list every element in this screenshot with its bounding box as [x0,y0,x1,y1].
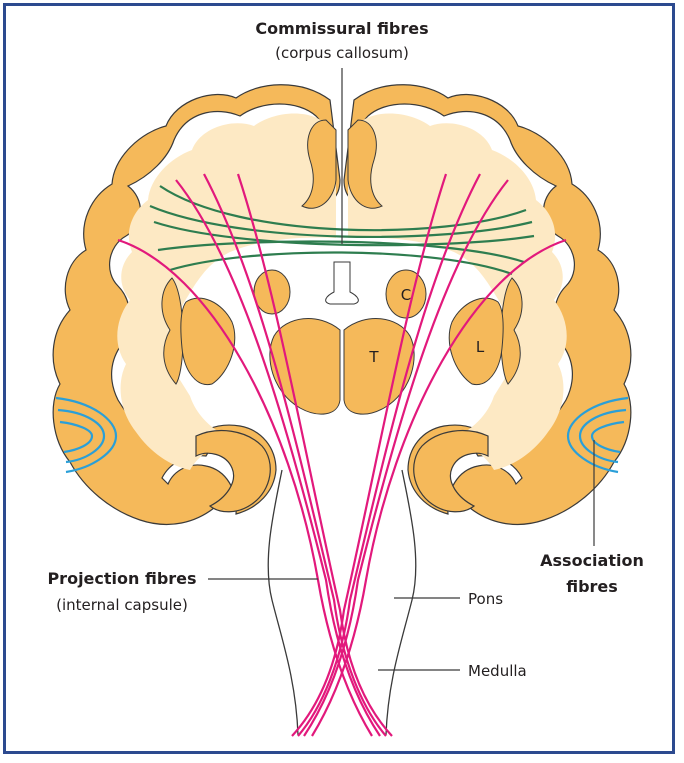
deep-nuclei: C T L [180,261,504,415]
commissural-title: Commissural fibres [255,19,428,38]
projection-fibre-3 [203,173,387,737]
association-label-line1: Association [540,551,644,570]
association-fibre-right-3 [590,420,625,454]
cortex [52,84,632,526]
left-temporal-lobe [195,429,271,513]
lentiform-nucleus-right [448,297,504,386]
medial-gyrus-right [347,119,383,209]
commissural-subtitle: (corpus callosum) [275,44,409,62]
association-fibre-left-1 [55,396,118,474]
commissural-fibre-3 [153,220,535,247]
association-fibres [55,396,629,474]
caudate-nucleus-left [253,269,291,315]
medulla-label: Medulla [468,662,527,680]
brainstem-left-edge [267,469,299,736]
projection-fibres [117,173,567,737]
projection-fibre-6 [303,179,509,737]
thalamus-right [343,318,415,415]
association-fibre-left-3 [59,420,94,454]
ventricle [325,261,359,305]
projection-fibre-1 [117,238,373,737]
pons-label: Pons [468,590,503,608]
brainstem [267,469,417,736]
projection-fibre-7 [297,173,481,737]
commissural-fibre-5 [169,251,513,276]
association-fibre-left-2 [57,408,106,464]
thalamus-letter: T [368,348,379,366]
projection-fibre-4 [236,173,393,737]
white-matter [117,113,567,471]
projection-fibre-8 [291,173,448,737]
medial-gyrus-left [301,119,337,209]
lentiform-nucleus-left [180,297,236,386]
caudate-letter: C [401,286,411,304]
projection-title: Projection fibres [47,569,196,588]
right-temporal-lobe [413,429,489,513]
projection-subtitle: (internal capsule) [56,596,188,614]
brainstem-right-edge [385,469,417,736]
left-white-matter [117,113,336,471]
right-hemisphere-cortex [343,84,632,526]
thalamus-left [269,318,341,415]
lentiform-letter: L [476,338,485,356]
right-white-matter [348,113,567,471]
labels: Commissural fibres (corpus callosum) Pro… [47,19,643,680]
projection-fibre-2 [175,179,381,737]
left-hemisphere-cortex [52,84,341,526]
projection-fibre-5 [311,238,567,737]
association-label-line2: fibres [566,577,618,596]
association-fibre-right-1 [566,396,629,474]
lateral-sulcus-region [161,277,523,513]
leader-lines [208,68,595,671]
association-fibre-right-2 [578,408,627,464]
